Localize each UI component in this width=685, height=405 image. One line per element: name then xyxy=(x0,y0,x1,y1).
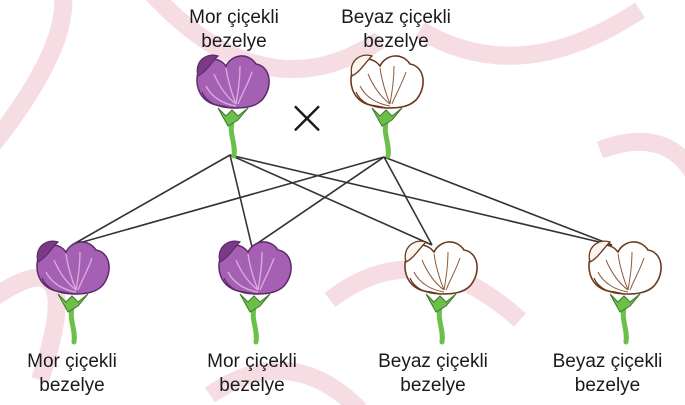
offspring-purple-flower-1 xyxy=(37,241,109,342)
cross-line xyxy=(383,156,613,246)
cross-line xyxy=(71,154,231,246)
offspring-white-flower-2 xyxy=(589,241,661,342)
cross-symbol: × xyxy=(286,88,328,146)
parent-label-line1: Beyaz çiçekli xyxy=(341,7,451,28)
offspring-label-2: Mor çiçekli bezelye xyxy=(182,350,322,398)
parent-white-flower xyxy=(351,55,423,156)
offspring-label-line1: Mor çiçekli xyxy=(27,351,117,372)
parent-label-line2: bezelye xyxy=(201,31,267,52)
cross-line xyxy=(229,154,433,246)
parent-purple-flower xyxy=(197,55,269,156)
cross-line xyxy=(229,154,253,248)
offspring-label-line2: bezelye xyxy=(400,375,466,396)
offspring-label-line1: Beyaz çiçekli xyxy=(378,351,488,372)
parent-label-line1: Mor çiçekli xyxy=(189,7,279,28)
offspring-label-1: Mor çiçekli bezelye xyxy=(2,350,142,398)
cross-line xyxy=(251,156,385,248)
offspring-purple-flower-2 xyxy=(219,241,291,342)
parent-label-line2: bezelye xyxy=(363,31,429,52)
cross-line xyxy=(71,156,385,246)
parent-label-white: Beyaz çiçekli bezelye xyxy=(316,6,476,54)
offspring-label-4: Beyaz çiçekli bezelye xyxy=(530,350,685,398)
cross-lines xyxy=(71,154,613,248)
offspring-label-line1: Mor çiçekli xyxy=(207,351,297,372)
offspring-label-3: Beyaz çiçekli bezelye xyxy=(353,350,513,398)
offspring-label-line2: bezelye xyxy=(574,375,641,396)
offspring-label-line2: bezelye xyxy=(219,375,285,396)
offspring-white-flower-1 xyxy=(405,241,477,342)
cross-line xyxy=(383,156,433,246)
cross-line xyxy=(229,154,613,246)
offspring-label-line2: bezelye xyxy=(39,375,105,396)
parent-label-purple: Mor çiçekli bezelye xyxy=(164,6,304,54)
offspring-label-line1: Beyaz çiçekli xyxy=(552,351,663,372)
